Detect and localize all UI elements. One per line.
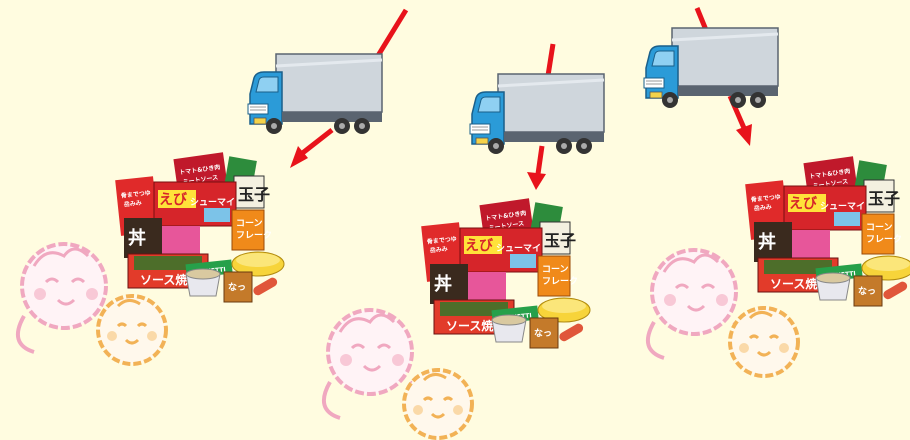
arrow-1-lower (300, 130, 332, 155)
food-pile-3 (745, 156, 910, 306)
truck-icon-1 (248, 54, 382, 134)
truck-icon-3 (644, 28, 778, 108)
truck-icon-2 (470, 74, 604, 154)
baby-orange-icon-1 (98, 296, 166, 364)
food-pile-2 (421, 198, 590, 348)
arrow-2-head (527, 172, 546, 190)
baby-orange-icon-3 (730, 308, 798, 376)
arrow-3-upper (697, 8, 706, 30)
arrow-3-head (736, 124, 752, 146)
arrow-2-lower (538, 146, 542, 174)
food-pile-1 (115, 152, 284, 302)
baby-orange-icon-2 (404, 370, 472, 438)
